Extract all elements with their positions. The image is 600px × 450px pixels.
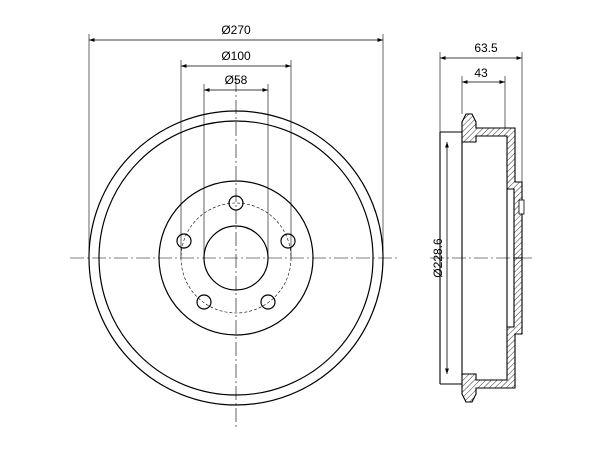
inner-depth-label: 43 — [474, 66, 488, 80]
center-bore-diameter-label: Ø58 — [225, 73, 248, 87]
front-view — [70, 78, 400, 430]
inner-diameter-label: Ø228.6 — [431, 238, 445, 278]
bolt-hole — [228, 195, 244, 211]
hub-flange-circle — [158, 180, 314, 336]
side-dimension-lines — [439, 52, 523, 374]
extension-lines — [88, 34, 384, 258]
bolt-circle-diameter-label: Ø100 — [221, 49, 251, 63]
overall-width-label: 63.5 — [474, 41, 498, 55]
bolt-hole — [260, 294, 276, 310]
outer-diameter-label: Ø270 — [221, 23, 251, 37]
side-section-view — [430, 113, 535, 403]
hub-stud-feature — [518, 199, 525, 215]
dimension-lines — [89, 38, 383, 92]
section-hatch-lower — [461, 257, 523, 403]
bolt-hole — [280, 233, 296, 249]
inner-rim-circle — [98, 120, 374, 396]
section-hatch-upper — [461, 113, 523, 259]
bolt-hole — [176, 233, 192, 249]
bolt-hole — [196, 294, 212, 310]
